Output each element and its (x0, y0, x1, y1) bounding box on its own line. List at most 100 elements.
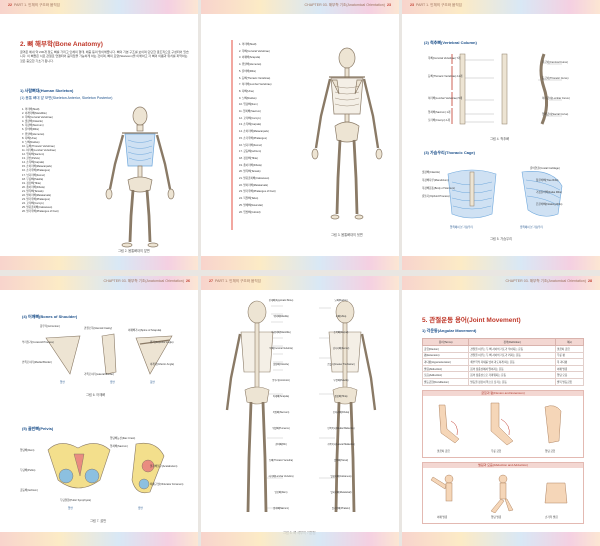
movement-box-flexion: 굽힘과 폄(Flexion and Extension) 팔꿈치 굽힘 무릎 굽… (422, 390, 584, 458)
label-medial-border: 안쪽모서리(Medial Border) (22, 361, 52, 364)
label-obturator: 폐쇄구멍(Obturator Foramen) (150, 483, 184, 486)
page-top-band (402, 276, 600, 290)
label-ilium: 엉덩뼈(Ilium) (20, 449, 35, 452)
list-item: 18. 정강뼈(Tibia) (239, 156, 258, 160)
table-header-cell: 예시 (554, 338, 585, 346)
skeleton-label: 엉덩뼈(Ilium) (274, 492, 288, 494)
skeleton-label: 발가락뼈(Phalanx) (331, 508, 351, 510)
label-acromion: 봉우리(Acromion) (40, 325, 60, 328)
skeleton-label: 넙다리뼈(Femur) (332, 348, 350, 350)
table-cell: 해부학적 자세를 넘어 과도하게 펴는 운동 (468, 358, 556, 366)
list-item: 14. 손허리뼈(Metacarpals) (239, 130, 269, 134)
table-cell: 모음(Adduction) (421, 371, 470, 379)
page-bottom-band (402, 256, 600, 270)
figure-caption: 그림 7. 골반 (90, 519, 107, 523)
table-cell: 엉덩 모음 (554, 371, 585, 379)
label-sacrum: 엉치뼈(Sacrum) 1개 (428, 111, 451, 114)
label-sacral-curve: 엉치굽이(Sacral Curve) (542, 113, 569, 116)
bone-list-back: 1. 머리뼈(Skull)2. 목뼈(Cervical Vertebrae)3.… (239, 42, 299, 216)
label-pubic-symphysis: 두덩결합(Pubic Symphysis) (60, 499, 92, 502)
list-item: 3. 목뼈(Cervical Vertebrae) (22, 116, 53, 120)
page-bottom-band (201, 256, 399, 270)
table-row: 과다폄(Hyperextension)해부학적 자세를 넘어 과도하게 펴는 운… (421, 358, 585, 366)
label-false-ribs: 거짓갈비뼈(False Ribs) (536, 191, 562, 194)
scapula-figure (45, 333, 173, 375)
page-bottom-band (0, 532, 198, 546)
page-23-back: CHAPTER 03. 해부학 기초(Anatomical Orientatio… (201, 0, 399, 270)
skeleton-label: 복장뼈(Sternum) (272, 412, 290, 414)
subhead-human-skeleton: 1) 사람뼈대(Human Skeleton) (20, 88, 74, 93)
table-header-row: 용어(Terms) 정의(Definition) 예시 (421, 338, 585, 346)
list-item: 25. 발배뼈(Navicular) (239, 203, 264, 207)
list-item: 23. 발가락뼈(Phalanges of Foot) (239, 190, 276, 194)
label-acetabulum: 볼기뼈절구(Acetabulum) (150, 465, 178, 468)
page-top-band (201, 276, 399, 290)
skeleton-label: 등뼈(Thoracic Vertebra) (269, 460, 293, 462)
subcaption-side: 옆면 (138, 507, 143, 510)
box-item: 어깨 벌림 (437, 516, 448, 519)
table-cell: 폄(Extension) (421, 351, 470, 360)
skeleton-label: 발허리뼈(Metatarsal) (330, 492, 352, 494)
skeleton-label: 자뼈(Ulna) (335, 316, 347, 318)
list-item: 1. 머리뼈(Skull) (22, 108, 40, 111)
table-cell: 굽힘(Flexion) (421, 345, 470, 353)
table-cell: 발목 발등굽힘 (554, 377, 585, 386)
figure-caption: 그림 3. 몸통뼈대의 뒷면 (331, 233, 363, 237)
skeleton-label: 안쪽복사(Medial Malleolus) (327, 428, 355, 430)
box-title: 굽힘과 폄(Flexion and Extension) (423, 391, 583, 396)
skeleton-label: 목뼈(Cervical Vertebra) (269, 348, 293, 350)
list-item: 25. 발뒤꿈치뼈(Calcaneus) (22, 206, 53, 210)
bone-list-box: 1. 머리뼈(Skull)2. 목뼈(Cervical Vertebrae)3.… (231, 40, 291, 230)
list-item: 9. 노뼈(Radius) (22, 140, 40, 144)
list-item: 11. 엉치뼈(Sacrum) (239, 110, 261, 114)
section-title: 2. 뼈 해부학(Bone Anatomy) (20, 41, 103, 48)
subhead-vertebral-column: (2) 척추뼈(Vertebral Column) (424, 40, 477, 45)
list-item: 19. 종아리뼈(Fibula) (239, 163, 262, 167)
label-lateral-border: 가쪽모서리(Lateral Border) (84, 373, 115, 376)
subcaption-front: 앞면 (68, 507, 73, 510)
table-cell: 발등굽힘(Dorsiflexion) (421, 377, 470, 386)
subcaption-front: 앞면 (60, 381, 65, 384)
page-header: CHAPTER 03. 해부학 기초(Anatomical Orientatio… (103, 279, 190, 283)
thoracic-cage-figure (447, 169, 563, 219)
subhead-skeleton-front: (1) 몸통 뼈대 앞 모면(Skeleton Anterior, Skelet… (20, 96, 113, 100)
skeleton-label: 발목뼈(Tarsal) (334, 460, 348, 462)
list-item: 8. 자뼈(Ulna) (22, 136, 37, 140)
bone-list-front: 1. 머리뼈(Skull)2. 아래턱뼈(Mandible)3. 목뼈(Cerv… (22, 108, 92, 214)
table-cell: 어깨 벌림 (554, 364, 585, 373)
list-item: 17. 궁둥뼈(Ischium) (239, 150, 262, 154)
list-item: 21. 발목뼈(Tarsals) (22, 189, 44, 193)
label-xiphoid: 칼돌기(Xiphoid Process) (422, 195, 450, 198)
label-superior-angle: 위각(Superior Angle) (150, 341, 174, 344)
list-item: 24. 꼬리뼈(Coccyx) (22, 202, 44, 206)
label-sternum-body: 복장뼈몸통(Body of Sternum) (422, 187, 455, 190)
front-skeleton-figure (105, 106, 175, 248)
list-item: 5. 복장뼈(Sternum) (22, 124, 44, 128)
skeleton-label: 발꿈치뼈(Calcaneus) (330, 476, 352, 478)
table-cell: 관절을 이루는 두 뼈 사이의 각도가 작아지는 운동 (468, 345, 556, 353)
list-item: 19. 정강뼈(Tibia) (22, 181, 41, 185)
skeleton-label: 허리뼈(Lumbar Vertebra) (268, 476, 294, 478)
label-floating-ribs: 뜬갈비뼈(Floating Ribs) (536, 203, 563, 206)
skeleton-label: 봉우리(Acromion) (272, 380, 290, 382)
list-item: 2. 목뼈(Cervical Vertebrae) (239, 49, 270, 53)
list-item: 12. 엉치뼈(Sacrum) (22, 153, 45, 157)
page-bottom-band (201, 532, 399, 546)
list-item: 16. 넙다리뼈(Femur) (239, 143, 263, 147)
list-item: 9. 노뼈(Radius) (239, 96, 257, 100)
skeleton-label: 갈비뼈(Rib) (275, 444, 287, 446)
skeleton-label: 위턱뼈(Maxilla) (273, 316, 289, 318)
skeleton-label: 종아리뼈(Fibula) (332, 412, 350, 414)
table-cell: 관절을 이루는 두 뼈 사이의 각도가 커지는 운동 (468, 351, 556, 360)
list-item: 10. 등뼈(Thoracic Vertebrae) (22, 144, 55, 148)
label-clavicle: 빗장뼈(Clavicle) (422, 171, 440, 174)
